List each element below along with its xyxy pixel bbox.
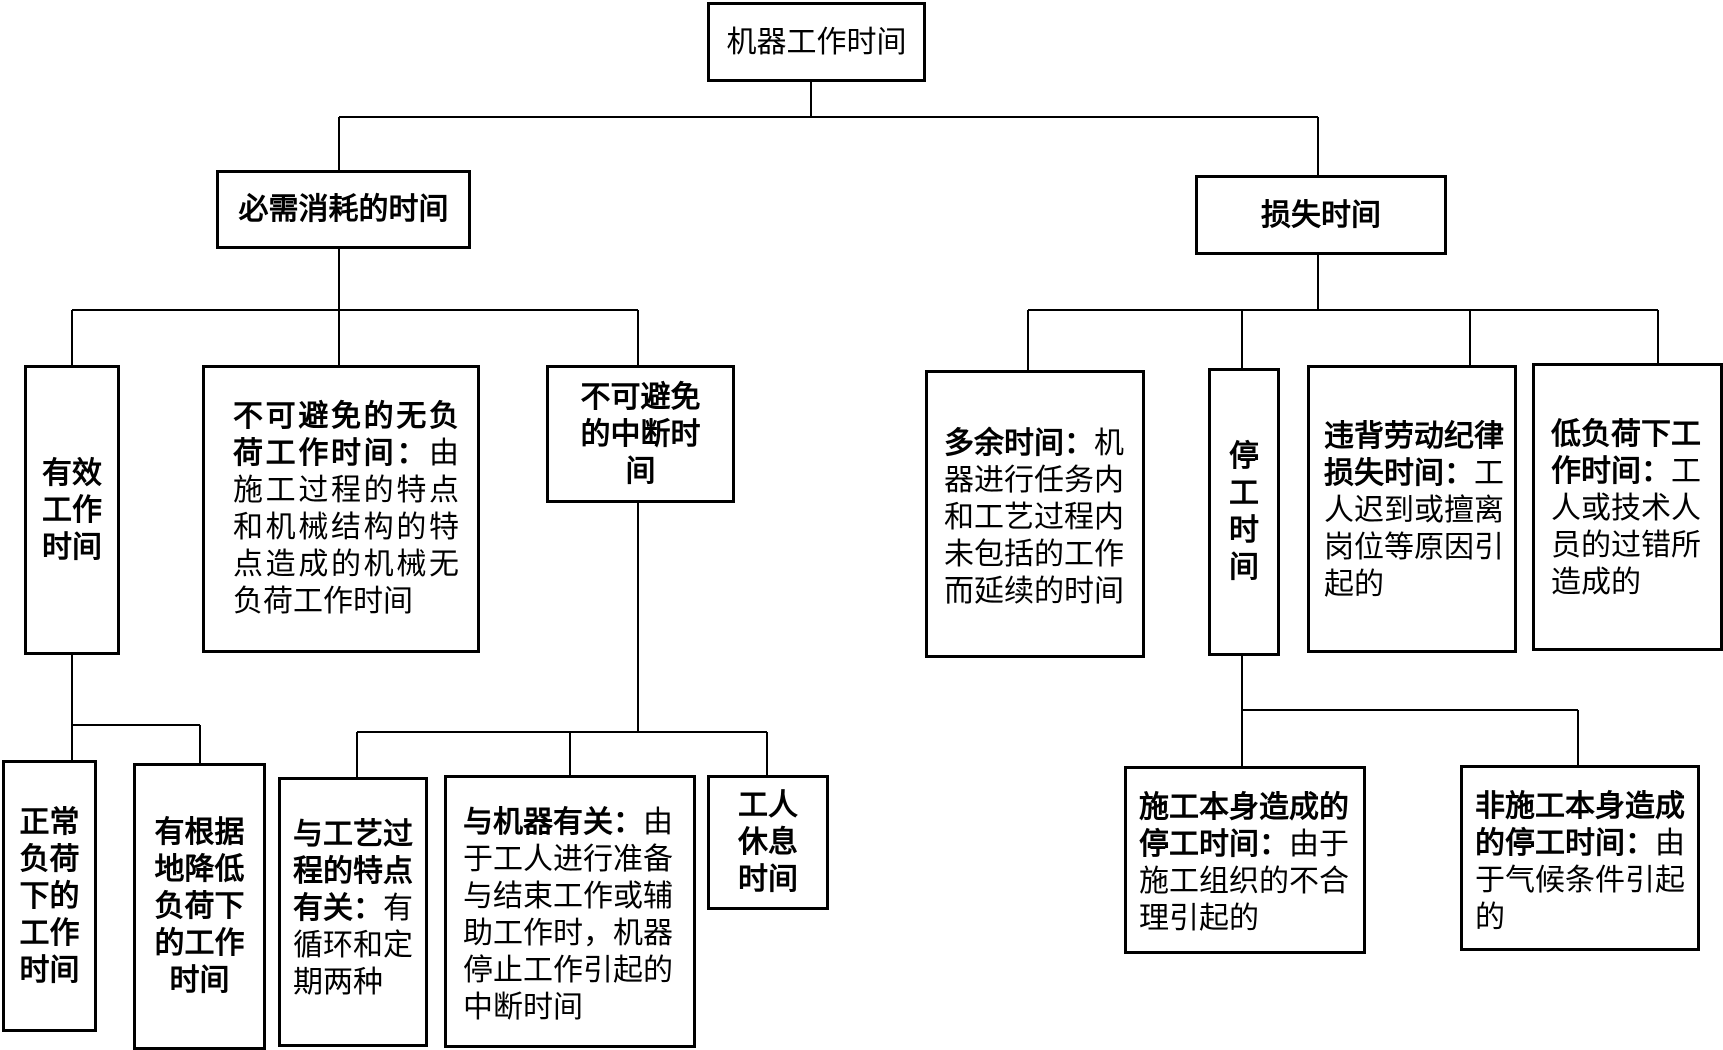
internal-stoppage-desc: 由于施工组织的不合理引起的 <box>1139 827 1349 936</box>
interruption-time-node: 不可避免的中断时间 <box>546 365 735 503</box>
effective-time-node: 有效工作时间 <box>24 365 120 655</box>
low-load-time-title: 低负荷下工作时间： <box>1551 417 1701 489</box>
reduced-load-time-node: 有根据地降低负荷下的工作时间 <box>133 763 266 1050</box>
no-load-time-title: 不可避免的无负荷工作时间： <box>233 399 459 471</box>
external-stoppage-desc: 由于气候条件引起的 <box>1475 826 1685 935</box>
reduced-load-time-label: 有根据地降低负荷下的工作时间 <box>154 815 245 998</box>
extra-time-desc: 机器进行任务内和工艺过程内未包括的工作而延续的时间 <box>944 426 1124 609</box>
stoppage-time-node: 停工时间 <box>1208 368 1280 656</box>
normal-load-time-label: 正常负荷下的工作时间 <box>19 804 80 988</box>
interruption-time-label: 不可避免的中断时间 <box>580 379 701 489</box>
no-load-time-node: 不可避免的无负荷工作时间：由施工过程的特点和机械结构的特点造成的机械无负荷工作时… <box>202 365 480 653</box>
internal-stoppage-title: 施工本身造成的停工时间： <box>1139 790 1349 862</box>
connector-stoppage <box>1241 654 1579 766</box>
necessary-time-node: 必需消耗的时间 <box>216 170 471 249</box>
effective-time-label: 有效工作时间 <box>42 455 102 565</box>
necessary-time-label: 必需消耗的时间 <box>238 192 449 227</box>
machine-related-title: 与机器有关： <box>463 805 643 840</box>
external-stoppage-title: 非施工本身造成的停工时间： <box>1475 789 1685 861</box>
connector-necessary <box>71 247 639 365</box>
discipline-loss-title: 违背劳动纪律损失时间： <box>1324 419 1504 491</box>
low-load-time-node: 低负荷下工作时间：工人或技术人员的过错所造成的 <box>1532 363 1723 651</box>
normal-load-time-node: 正常负荷下的工作时间 <box>2 760 97 1032</box>
external-stoppage-node: 非施工本身造成的停工时间：由于气候条件引起的 <box>1460 765 1700 951</box>
connector-interruption <box>356 502 768 777</box>
root-label: 机器工作时间 <box>726 24 907 60</box>
connector-root <box>338 80 1319 175</box>
process-related-title: 与工艺过程的特点有关： <box>293 817 413 926</box>
extra-time-node: 多余时间：机器进行任务内和工艺过程内未包括的工作而延续的时间 <box>925 370 1145 658</box>
process-related-node: 与工艺过程的特点有关：有循环和定期两种 <box>278 777 428 1047</box>
loss-time-node: 损失时间 <box>1195 175 1447 255</box>
worker-rest-node: 工人休息时间 <box>707 775 829 910</box>
machine-related-node: 与机器有关：由于工人进行准备与结束工作或辅助工作时，机器停止工作引起的中断时间 <box>444 775 696 1048</box>
low-load-time-desc: 工人或技术人员的过错所造成的 <box>1551 454 1701 600</box>
connector-loss <box>1027 253 1659 370</box>
root-node: 机器工作时间 <box>707 2 926 82</box>
internal-stoppage-node: 施工本身造成的停工时间：由于施工组织的不合理引起的 <box>1124 766 1366 954</box>
machine-related-desc: 由于工人进行准备与结束工作或辅助工作时，机器停止工作引起的中断时间 <box>463 805 673 1025</box>
worker-rest-label: 工人休息时间 <box>738 788 798 897</box>
connector-effective <box>71 653 201 763</box>
discipline-loss-node: 违背劳动纪律损失时间：工人迟到或擅离岗位等原因引起的 <box>1307 365 1517 653</box>
no-load-time-desc: 由施工过程的特点和机械结构的特点造成的机械无负荷工作时间 <box>233 436 459 619</box>
extra-time-title: 多余时间： <box>944 426 1094 461</box>
discipline-loss-desc: 工人迟到或擅离岗位等原因引起的 <box>1324 456 1504 602</box>
process-related-desc: 有循环和定期两种 <box>293 891 413 1000</box>
loss-time-label: 损失时间 <box>1261 197 1381 233</box>
stoppage-time-label: 停工时间 <box>1229 439 1259 585</box>
